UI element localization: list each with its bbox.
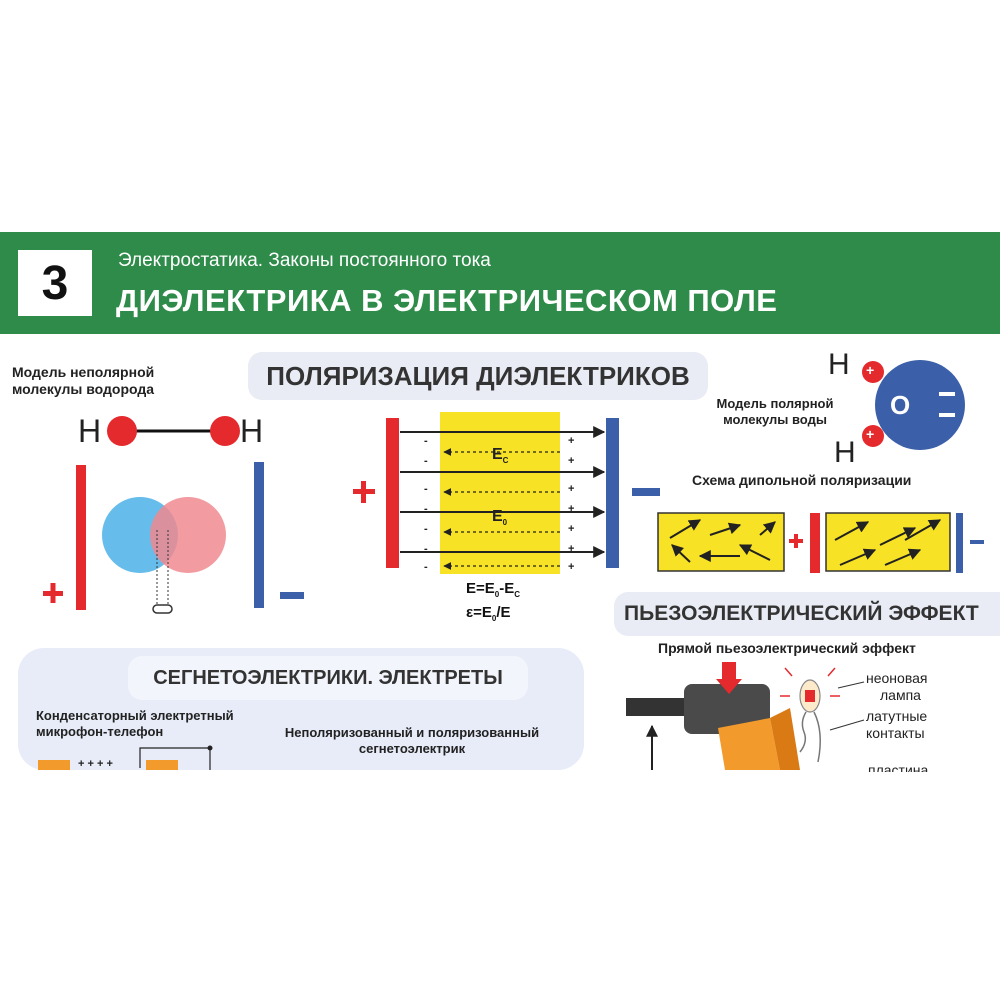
water-atom-h-top: H (828, 348, 850, 381)
svg-text:+: + (568, 503, 574, 515)
water-atom-o: O (890, 390, 911, 420)
water-plus-top: + (866, 362, 875, 378)
oxygen-atom (875, 360, 965, 450)
field-label-inner: EC (492, 446, 509, 466)
polarization-positive-plate (386, 418, 399, 568)
svg-text:+: + (568, 455, 574, 467)
electret-plate-left (38, 760, 70, 770)
field-lines-internal (443, 448, 560, 570)
formula-permittivity: ε=E0/E (466, 604, 511, 623)
svg-text:-: - (424, 483, 428, 495)
plus-sign-polarization (353, 481, 375, 503)
svg-text:-: - (424, 543, 428, 555)
minus-sign-left (280, 592, 304, 599)
positive-plate-left (76, 465, 86, 610)
atom-label-right: H (240, 413, 264, 449)
polar-caption-line2: молекулы воды (723, 412, 827, 427)
hydrogen-molecule (107, 416, 240, 446)
page-title: ДИЭЛЕКТРИКА В ЭЛЕКТРИЧЕСКОМ ПОЛЕ (116, 283, 778, 318)
surface-charges: - - - - - - - + + + + + + + (424, 435, 574, 573)
section-number: 3 (18, 250, 92, 316)
svg-text:+: + (568, 483, 574, 495)
nonpolar-caption: Модель неполярной молекулы водорода (12, 364, 154, 398)
neon-lamp-icon (780, 667, 865, 763)
formula-field: E=E0-EC (466, 580, 521, 599)
polarization-negative-plate (606, 418, 619, 568)
negative-plate-left (254, 462, 264, 608)
piezo-subheading: Прямой пьезоэлектрический эффект (658, 640, 916, 656)
dipole-negative-plate (956, 513, 963, 573)
polar-caption: Модель полярной молекулы воды (700, 396, 850, 428)
hydrogen-atom-top (862, 361, 884, 383)
piezo-device (626, 662, 800, 770)
water-atom-h-bottom: H (834, 436, 856, 469)
svg-text:-: - (424, 503, 428, 515)
dipole-caption: Схема дипольной поляризации (692, 472, 912, 488)
svg-text:-: - (424, 561, 428, 573)
dielectric-slab (440, 412, 560, 574)
svg-text:+: + (568, 435, 574, 447)
svg-text:+: + (568, 543, 574, 555)
label-neon-lamp: неоновая лампа (866, 670, 928, 703)
dipole-box-unpolarized (657, 512, 785, 572)
water-plus-bottom: + (866, 426, 875, 442)
dipole-positive-plate (810, 513, 820, 573)
svg-text:-: - (424, 435, 428, 447)
header-subtitle: Электростатика. Законы постоянного тока (118, 250, 491, 271)
label-contacts: латутные контакты (866, 708, 928, 741)
header-banner (0, 232, 1000, 334)
random-dipoles (669, 519, 776, 563)
electret-plate-right (146, 760, 178, 770)
svg-text:-: - (424, 523, 428, 535)
atom-label-left: H (78, 413, 102, 449)
svg-text:+: + (568, 561, 574, 573)
aligned-dipoles (834, 519, 942, 566)
nonpolar-caption-line2: молекулы водорода (12, 381, 155, 397)
field-label-outer: E0 (492, 508, 508, 528)
ferro-caption: Неполяризованный и поляризованный сегнет… (284, 725, 540, 756)
plus-sign-left (43, 583, 63, 603)
svg-text:-: - (424, 455, 428, 467)
polarization-heading: ПОЛЯРИЗАЦИЯ ДИЭЛЕКТРИКОВ (248, 352, 708, 400)
proton-cloud (150, 497, 226, 573)
field-lines-external (400, 426, 606, 558)
mic-caption: Конденсаторный электретный микрофон-теле… (36, 708, 234, 739)
ferro-heading: СЕГНЕТОЭЛЕКТРИКИ. ЭЛЕКТРЕТЫ (128, 656, 528, 700)
polar-caption-line1: Модель полярной (716, 396, 834, 411)
svg-text:+: + (568, 523, 574, 535)
label-plate: пластина (868, 762, 929, 772)
electret-charges: + + + + (78, 758, 113, 770)
piezo-heading: ПЬЕЗОЭЛЕКТРИЧЕСКИЙ ЭФФЕКТ (614, 592, 1000, 636)
polarization-minus (632, 488, 660, 496)
mic-wire (139, 747, 211, 770)
nonpolar-caption-line1: Модель неполярной (12, 364, 155, 380)
dipole-symbol (152, 604, 173, 614)
hydrogen-atom-bottom (862, 425, 884, 447)
dipole-plus-sign (789, 534, 803, 548)
